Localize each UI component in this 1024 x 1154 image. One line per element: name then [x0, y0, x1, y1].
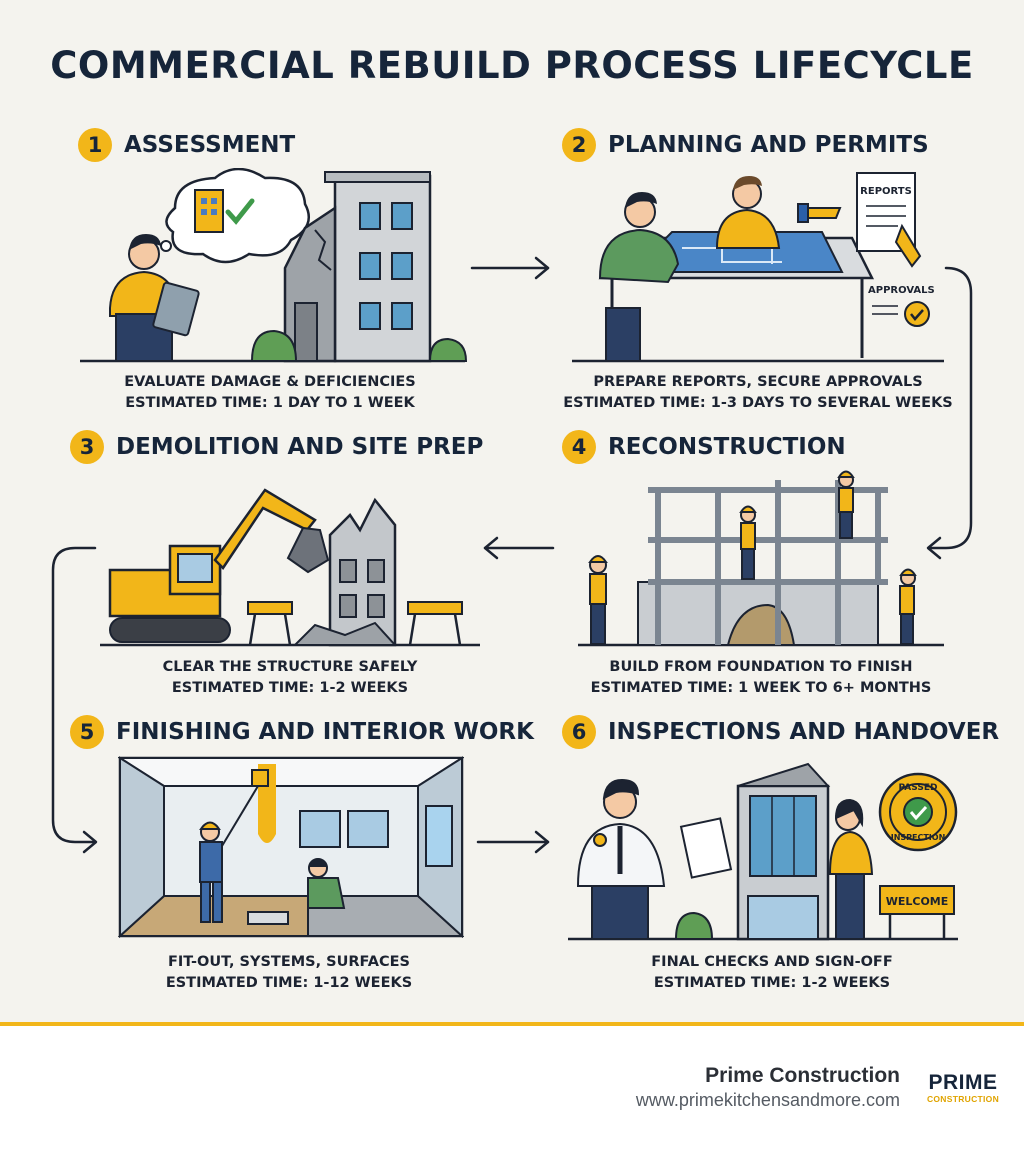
- arrow-4-to-3: [483, 536, 555, 560]
- step-4-description: BUILD FROM FOUNDATION TO FINISH: [609, 659, 913, 675]
- step-6-number-badge: 6: [562, 715, 596, 749]
- step-5-caption: FIT-OUT, SYSTEMS, SURFACES ESTIMATED TIM…: [69, 952, 509, 994]
- step-2-header: 2 PLANNING AND PERMITS: [562, 128, 929, 162]
- logo-main-text: PRIME: [928, 1071, 998, 1094]
- stamp-bottom-text: INSPECTION: [891, 833, 946, 842]
- page-title: COMMERCIAL REBUILD PROCESS LIFECYCLE: [50, 44, 974, 87]
- step-4-estimated-time: ESTIMATED TIME: 1 WEEK TO 6+ MONTHS: [590, 680, 932, 696]
- step-5-header: 5 FINISHING AND INTERIOR WORK: [70, 715, 534, 749]
- company-logo: PRIME CONSTRUCTION: [922, 1071, 1004, 1105]
- step-3-title: DEMOLITION AND SITE PREP: [116, 434, 484, 460]
- stamp-top-text: PASSED: [899, 783, 938, 793]
- step-1-caption: EVALUATE DAMAGE & DEFICIENCIES ESTIMATED…: [50, 372, 490, 414]
- demolition-illustration: [100, 488, 480, 647]
- step-6-title: INSPECTIONS AND HANDOVER: [608, 719, 1000, 745]
- step-6-caption: FINAL CHECKS AND SIGN-OFF ESTIMATED TIME…: [552, 952, 992, 994]
- finishing-illustration: [118, 756, 464, 938]
- arrow-2-to-4: [926, 266, 973, 560]
- step-1-title: ASSESSMENT: [124, 132, 296, 158]
- step-5-title: FINISHING AND INTERIOR WORK: [116, 719, 534, 745]
- welcome-sign-text: WELCOME: [886, 895, 949, 908]
- step-6-estimated-time: ESTIMATED TIME: 1-2 WEEKS: [653, 975, 891, 991]
- step-1-number-badge: 1: [78, 128, 112, 162]
- step-3-estimated-time: ESTIMATED TIME: 1-2 WEEKS: [171, 680, 409, 696]
- step-4-title: RECONSTRUCTION: [608, 434, 846, 460]
- step-1-description: EVALUATE DAMAGE & DEFICIENCIES: [124, 374, 416, 390]
- step-2-number-badge: 2: [562, 128, 596, 162]
- footer-divider: [0, 1022, 1024, 1026]
- step-2-caption: PREPARE REPORTS, SECURE APPROVALS ESTIMA…: [538, 372, 978, 414]
- approvals-label: APPROVALS: [868, 285, 935, 296]
- step-5-number-badge: 5: [70, 715, 104, 749]
- step-6-header: 6 INSPECTIONS AND HANDOVER: [562, 715, 999, 749]
- arrow-1-to-2: [470, 256, 550, 280]
- step-5-description: FIT-OUT, SYSTEMS, SURFACES: [167, 954, 410, 970]
- step-4-header: 4 RECONSTRUCTION: [562, 430, 846, 464]
- company-url[interactable]: www.primekitchensandmore.com: [635, 1090, 900, 1110]
- step-3-header: 3 DEMOLITION AND SITE PREP: [70, 430, 483, 464]
- assessment-illustration: [80, 168, 468, 363]
- flow-arrows: [51, 256, 973, 854]
- reconstruction-illustration: [578, 470, 944, 647]
- step-4-caption: BUILD FROM FOUNDATION TO FINISH ESTIMATE…: [541, 657, 981, 699]
- step-1-header: 1 ASSESSMENT: [78, 128, 295, 162]
- step-5-estimated-time: ESTIMATED TIME: 1-12 WEEKS: [165, 975, 413, 991]
- reports-label: REPORTS: [860, 186, 912, 197]
- company-name: Prime Construction: [705, 1064, 900, 1087]
- step-6-description: FINAL CHECKS AND SIGN-OFF: [651, 954, 893, 970]
- arrow-3-to-5: [51, 546, 98, 854]
- arrow-5-to-6: [476, 830, 550, 854]
- step-3-description: CLEAR THE STRUCTURE SAFELY: [162, 659, 418, 675]
- step-3-number-badge: 3: [70, 430, 104, 464]
- planning-illustration: REPORTS APPROVALS: [572, 172, 944, 363]
- step-1-estimated-time: ESTIMATED TIME: 1 DAY TO 1 WEEK: [125, 395, 415, 411]
- step-2-title: PLANNING AND PERMITS: [608, 132, 929, 158]
- step-2-description: PREPARE REPORTS, SECURE APPROVALS: [593, 374, 923, 390]
- step-3-caption: CLEAR THE STRUCTURE SAFELY ESTIMATED TIM…: [70, 657, 510, 699]
- step-2-estimated-time: ESTIMATED TIME: 1-3 DAYS TO SEVERAL WEEK…: [563, 395, 953, 411]
- footer: [0, 1026, 1024, 1154]
- step-4-number-badge: 4: [562, 430, 596, 464]
- handover-illustration: PASSED INSPECTION WELCOME: [568, 762, 958, 941]
- logo-sub-text: CONSTRUCTION: [926, 1094, 1000, 1104]
